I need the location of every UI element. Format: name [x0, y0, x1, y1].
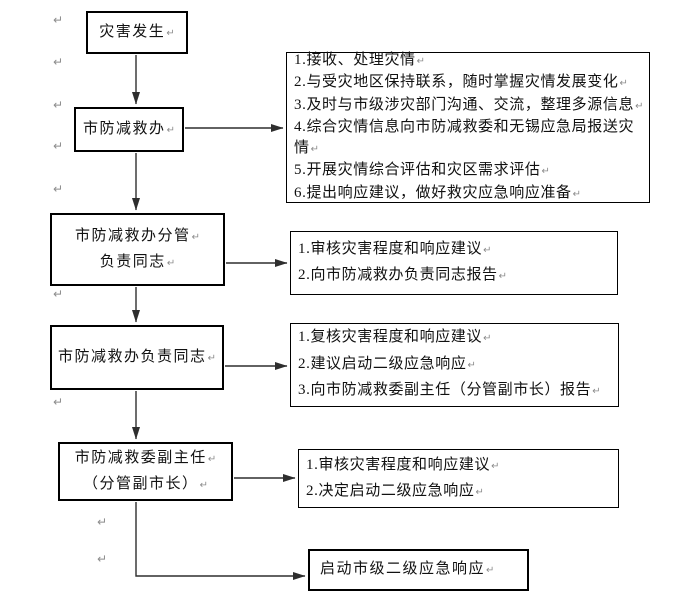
return-mark-icon: ↵: [483, 245, 492, 256]
paragraph-return-mark-icon: ↵: [97, 552, 108, 566]
node-city-office: 市防减救办↵: [74, 107, 184, 152]
node-office-head: 市防减救办负责同志↵: [50, 325, 224, 390]
node-start-level2-response: 启动市级二级应急响应↵: [308, 549, 529, 591]
return-mark-icon: ↵: [416, 56, 426, 68]
box-text: 情: [294, 139, 310, 156]
box-text: 市防减救办负责同志: [58, 348, 207, 365]
box-text: 5.开展灾情综合评估和灾区需求评估: [294, 162, 541, 179]
note-office-duties: 1.接收、处理灾情↵2.与受灾地区保持联系，随时掌握灾情发展变化↵3.及时与市级…: [286, 52, 650, 203]
box-text: 3.及时与市级涉灾部门沟通、交流，整理多源信息: [294, 96, 635, 113]
node-disaster-occurs: 灾害发生↵: [86, 11, 188, 54]
box-text: 1.接收、处理灾情: [294, 52, 416, 69]
paragraph-return-mark-icon: ↵: [53, 98, 64, 112]
box-text: 1.审核灾害程度和响应建议: [306, 456, 491, 473]
return-mark-icon: ↵: [541, 166, 550, 178]
box-text: 市防减救办分管: [75, 227, 191, 244]
return-mark-icon: ↵: [467, 359, 476, 371]
note-vice-director-duties: 1.审核灾害程度和响应建议↵2.决定启动二级应急响应↵: [298, 449, 619, 508]
return-mark-icon: ↵: [572, 188, 582, 200]
paragraph-return-mark-icon: ↵: [53, 139, 64, 153]
box-text: 市防减救办: [83, 120, 166, 137]
return-mark-icon: ↵: [166, 124, 175, 136]
paragraph-return-mark-icon: ↵: [97, 515, 108, 529]
return-mark-icon: ↵: [483, 333, 492, 345]
arrow-vice-to-start: [135, 502, 306, 580]
box-text: （分管副市长）: [83, 475, 199, 492]
box-text: 负责同志: [99, 253, 166, 270]
paragraph-return-mark-icon: ↵: [53, 13, 64, 27]
return-mark-icon: ↵: [635, 100, 644, 112]
paragraph-return-mark-icon: ↵: [53, 287, 64, 301]
return-mark-icon: ↵: [166, 257, 176, 269]
return-mark-icon: ↵: [207, 453, 217, 465]
paragraph-return-mark-icon: ↵: [53, 182, 64, 196]
box-text: 灾害发生: [99, 23, 166, 40]
box-text: 市防减救委副主任: [74, 449, 207, 466]
return-mark-icon: ↵: [491, 460, 500, 472]
return-mark-icon: ↵: [191, 231, 200, 243]
paragraph-return-mark-icon: ↵: [53, 395, 64, 409]
return-mark-icon: ↵: [619, 78, 628, 90]
box-text: 1.复核灾害程度和响应建议: [298, 329, 483, 346]
node-committee-vice-director: 市防减救委副主任↵（分管副市长）↵: [58, 442, 233, 501]
box-text: 6.提出响应建议，做好救灾应急响应准备: [294, 184, 572, 201]
paragraph-return-mark-icon: ↵: [53, 55, 64, 69]
return-mark-icon: ↵: [310, 143, 319, 155]
return-mark-icon: ↵: [207, 352, 216, 364]
box-text: 1.审核灾害程度和响应建议: [298, 241, 483, 257]
note-head-duties: 1.复核灾害程度和响应建议↵2.建议启动二级应急响应↵3.向市防减救委副主任（分…: [290, 323, 619, 407]
node-office-deputy-lead: 市防减救办分管↵负责同志↵: [50, 213, 225, 286]
return-mark-icon: ↵: [592, 386, 601, 398]
box-text: 2.与受灾地区保持联系，随时掌握灾情发展变化: [294, 74, 619, 91]
box-text: 2.建议启动二级应急响应: [298, 355, 467, 372]
box-text: 3.向市防减救委副主任（分管副市长）报告: [298, 382, 592, 399]
box-text: 4.综合灾情信息向市防减救委和无锡应急局报送灾: [294, 119, 635, 136]
note-deputy-lead-duties: 1.审核灾害程度和响应建议↵2.向市防减救办负责同志报告↵: [290, 231, 618, 295]
return-mark-icon: ↵: [475, 486, 484, 498]
box-text: 2.决定启动二级应急响应: [306, 482, 475, 499]
box-text: 2.向市防减救办负责同志报告: [298, 267, 498, 283]
return-mark-icon: ↵: [498, 271, 508, 282]
return-mark-icon: ↵: [486, 565, 495, 576]
return-mark-icon: ↵: [199, 479, 208, 491]
box-text: 启动市级二级应急响应: [320, 561, 486, 577]
return-mark-icon: ↵: [166, 27, 175, 39]
